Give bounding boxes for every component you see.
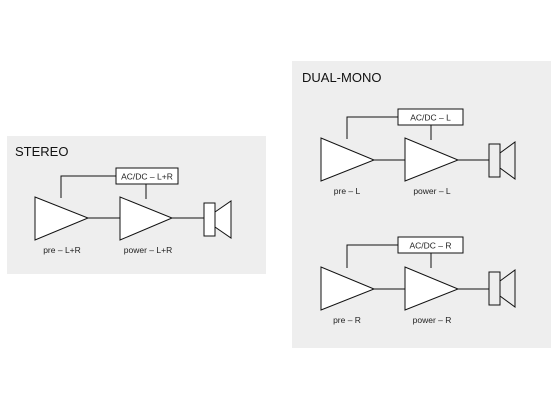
stereo-power-label: power – L+R	[124, 245, 172, 255]
left-power-label: power – L	[413, 186, 451, 196]
stereo-pre-amp	[34, 196, 90, 241]
right-pre-amp	[320, 266, 376, 311]
right-speaker-cone	[499, 269, 516, 308]
dual-mono-right-chain: AC/DC – R pre – R power – R	[320, 236, 516, 325]
stereo-supply-to-pre-line	[60, 175, 116, 198]
right-supply-label: AC/DC – R	[409, 241, 451, 251]
dual-mono-title: DUAL-MONO	[302, 70, 382, 85]
right-supply-box	[397, 236, 464, 254]
stereo-chain: AC/DC – L+R pre – L+R power – L+R	[34, 167, 232, 255]
right-speaker-icon	[488, 269, 516, 308]
right-pre-label: pre – R	[333, 315, 361, 325]
left-speaker-magnet	[488, 143, 501, 178]
left-pre-label: pre – L	[334, 186, 361, 196]
dual-mono-left-chain: AC/DC – L pre – L power – L	[320, 108, 516, 196]
right-supply-to-pre-line	[346, 244, 398, 268]
stereo-speaker-icon	[203, 200, 232, 239]
stereo-speaker-cone	[214, 200, 232, 239]
left-speaker-icon	[488, 141, 516, 180]
left-speaker-cone	[499, 141, 516, 180]
right-speaker-magnet	[488, 271, 501, 306]
stereo-supply-label: AC/DC – L+R	[121, 172, 173, 182]
left-pre-amp	[320, 137, 376, 182]
stereo-power-amp	[119, 196, 174, 241]
left-power-amp	[404, 137, 460, 182]
right-power-amp	[404, 266, 460, 311]
stereo-speaker-magnet	[203, 202, 216, 237]
stereo-supply-box	[115, 167, 179, 185]
stereo-title: STEREO	[15, 144, 69, 159]
stereo-pre-label: pre – L+R	[43, 245, 81, 255]
right-power-label: power – R	[413, 315, 452, 325]
left-supply-to-pre-line	[346, 116, 398, 139]
left-supply-label: AC/DC – L	[410, 113, 451, 123]
left-supply-box	[397, 108, 464, 126]
